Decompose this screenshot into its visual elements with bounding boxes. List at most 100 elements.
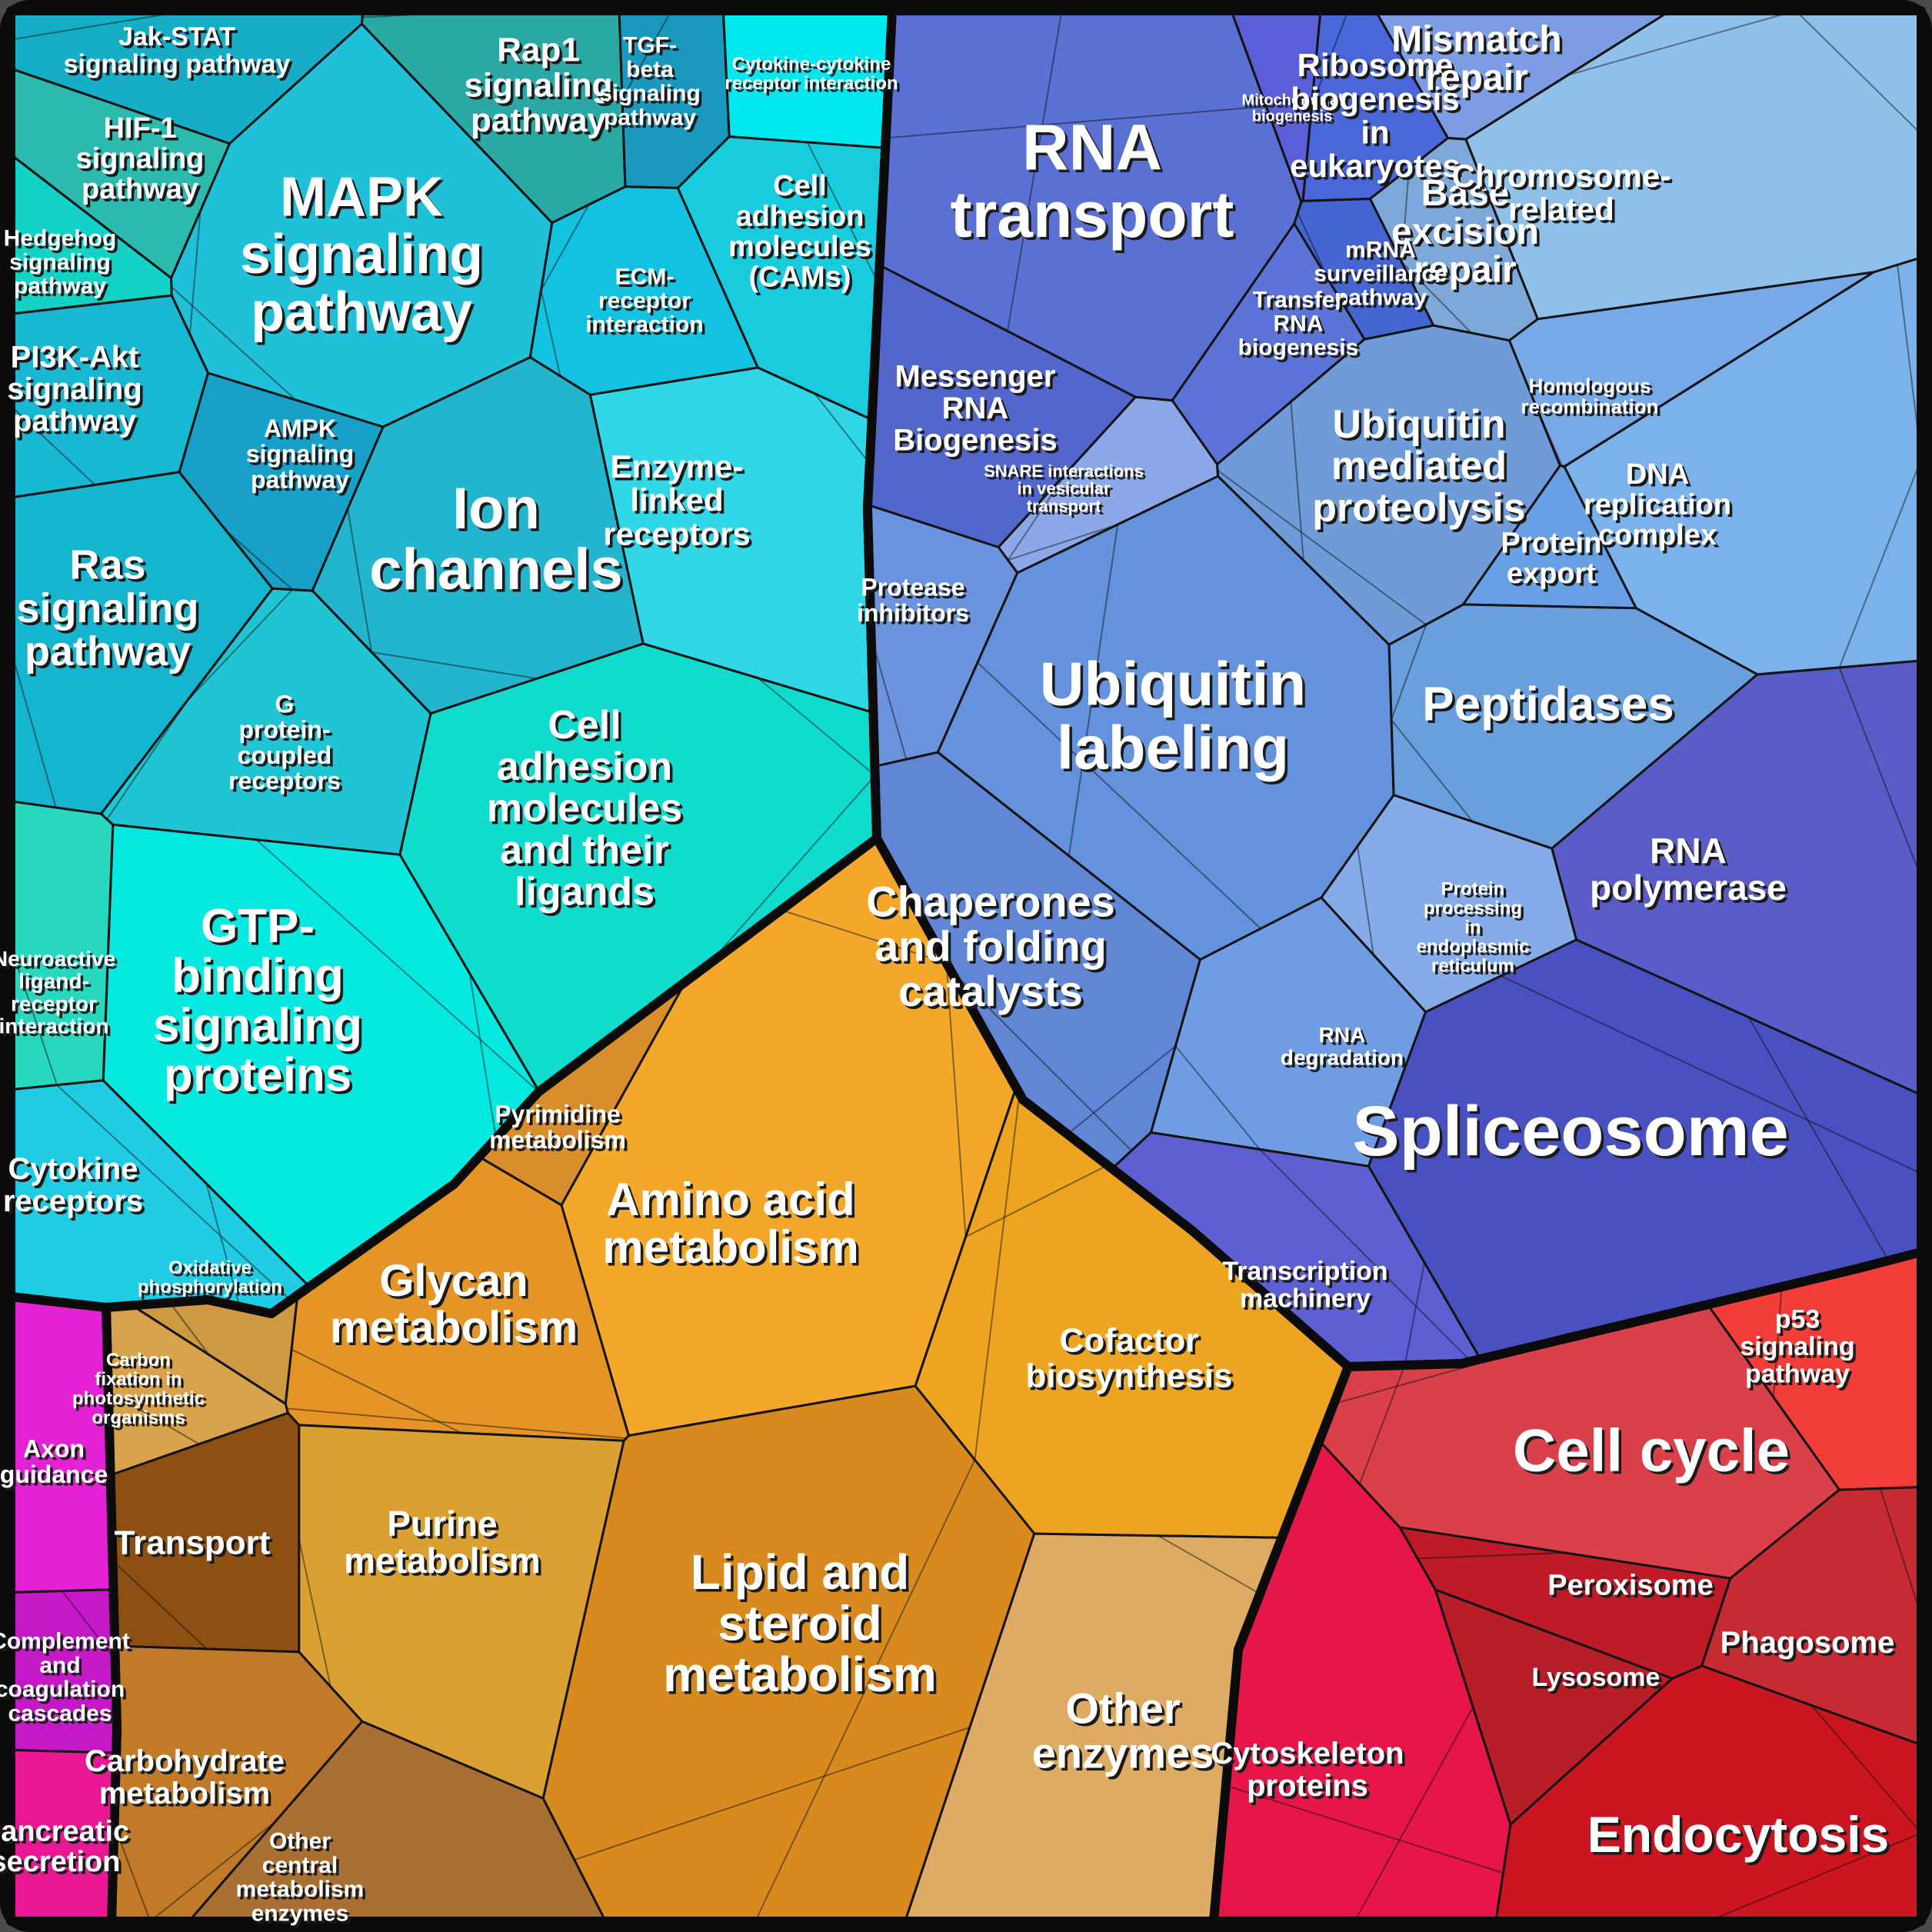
subcell-divider — [965, 1164, 1108, 1238]
subcell-divider — [1810, 1704, 1922, 1834]
cell-neuroactive-ligand-receptor-interaction — [9, 800, 115, 1091]
subcell-divider — [870, 636, 908, 760]
subcell-divider — [149, 1820, 276, 1922]
subcell-divider — [1534, 402, 1564, 467]
subcell-divider — [1290, 401, 1304, 561]
label-chromosome-related: Chromosome-related — [1452, 158, 1671, 228]
subcell-divider — [1879, 1488, 1922, 1617]
subcell-divider — [1838, 667, 1922, 878]
label-endocytosis: Endocytosis — [1590, 1809, 1891, 1866]
subcell-divider — [758, 677, 876, 777]
subcell-divider — [1404, 1262, 1426, 1366]
subcell-divider — [1708, 1832, 1922, 1922]
subcell-divider — [1357, 846, 1374, 955]
label-cell-cycle: Cell cycle — [1513, 1416, 1790, 1484]
subcell-divider — [371, 651, 538, 680]
subcell-divider — [255, 839, 540, 1093]
label-peroxisome: Peroxisome — [1547, 1569, 1713, 1601]
subcell-divider — [205, 1183, 241, 1307]
subcell-divider — [225, 529, 293, 591]
subcell-divider — [574, 1727, 971, 1861]
label-pancreatic-secretion: Pancreaticsecretion — [0, 1816, 129, 1879]
subcell-divider — [1217, 469, 1427, 625]
subcell-divider — [10, 944, 58, 1086]
subcell-divider — [540, 204, 590, 291]
subcell-divider — [113, 1824, 152, 1922]
subcell-divider — [707, 774, 876, 966]
subcell-divider — [298, 1538, 331, 1687]
label-cell-cycle: Cell cycle — [1516, 1419, 1793, 1487]
subcell-divider — [974, 1093, 1021, 1461]
subcell-divider — [286, 1407, 627, 1439]
label-peptidases: Peptidases — [1422, 678, 1674, 731]
label-phagosome: Phagosome — [1720, 1626, 1895, 1660]
label-endocytosis: Endocytosis — [1587, 1806, 1889, 1863]
subcell-divider — [1391, 624, 1427, 721]
subcell-divider — [112, 1560, 208, 1650]
label-lysosome: Lysosome — [1532, 1663, 1661, 1692]
subcell-divider — [61, 1590, 116, 1660]
label-peptidases: Peptidases — [1425, 681, 1677, 734]
subcell-divider — [1391, 719, 1474, 823]
subcell-divider — [347, 508, 373, 653]
subcell-divider — [1297, 212, 1331, 282]
subcell-divider — [885, 105, 1267, 139]
subcell-divider — [1795, 10, 1922, 135]
label-phagosome: Phagosome — [1723, 1629, 1897, 1663]
subcell-divider — [10, 10, 188, 41]
subcell-divider — [1007, 10, 1063, 331]
label-transport: Transport — [117, 1527, 273, 1564]
subcell-divider — [1158, 1534, 1261, 1595]
